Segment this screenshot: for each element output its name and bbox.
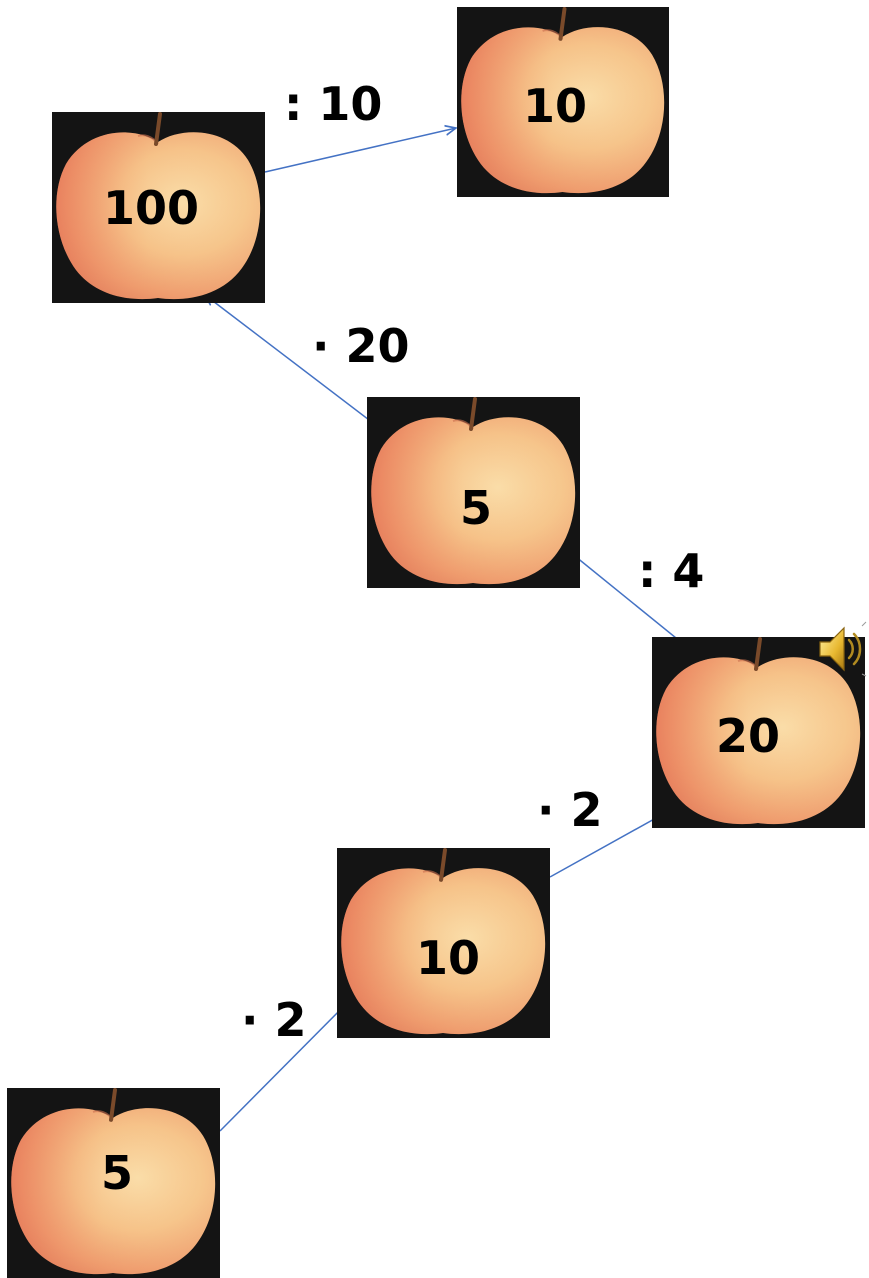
apple-icon: [56, 112, 261, 300]
node-value: 10: [523, 79, 588, 133]
apple-card-10-lower: 10: [337, 848, 550, 1038]
operation-label: : 10: [284, 77, 383, 131]
apple-card-100: 100: [52, 112, 265, 303]
node-value: 10: [416, 931, 481, 985]
apple-card-10-top: 10: [457, 7, 669, 197]
apple-card-5-bottom: 5: [7, 1088, 220, 1278]
node-value: 5: [460, 481, 493, 535]
apple-icon: [461, 7, 665, 194]
operation-label: : 4: [638, 544, 705, 598]
node-value: 100: [103, 181, 200, 235]
arrow-n1-to-n2: [264, 128, 456, 173]
apple-icon: [371, 397, 576, 585]
apple-card-20: 20: [652, 637, 865, 828]
apple-icon: [11, 1088, 216, 1275]
apple-icon: [341, 848, 546, 1035]
node-value: 20: [716, 709, 781, 763]
apple-icon: [656, 637, 861, 825]
operation-label: · 2: [537, 783, 603, 837]
apple-card-5-middle: 5: [367, 397, 580, 588]
node-value: 5: [101, 1146, 134, 1200]
speaker-icon[interactable]: [818, 620, 868, 678]
operation-label: · 20: [312, 319, 410, 373]
operation-label: · 2: [241, 993, 307, 1047]
